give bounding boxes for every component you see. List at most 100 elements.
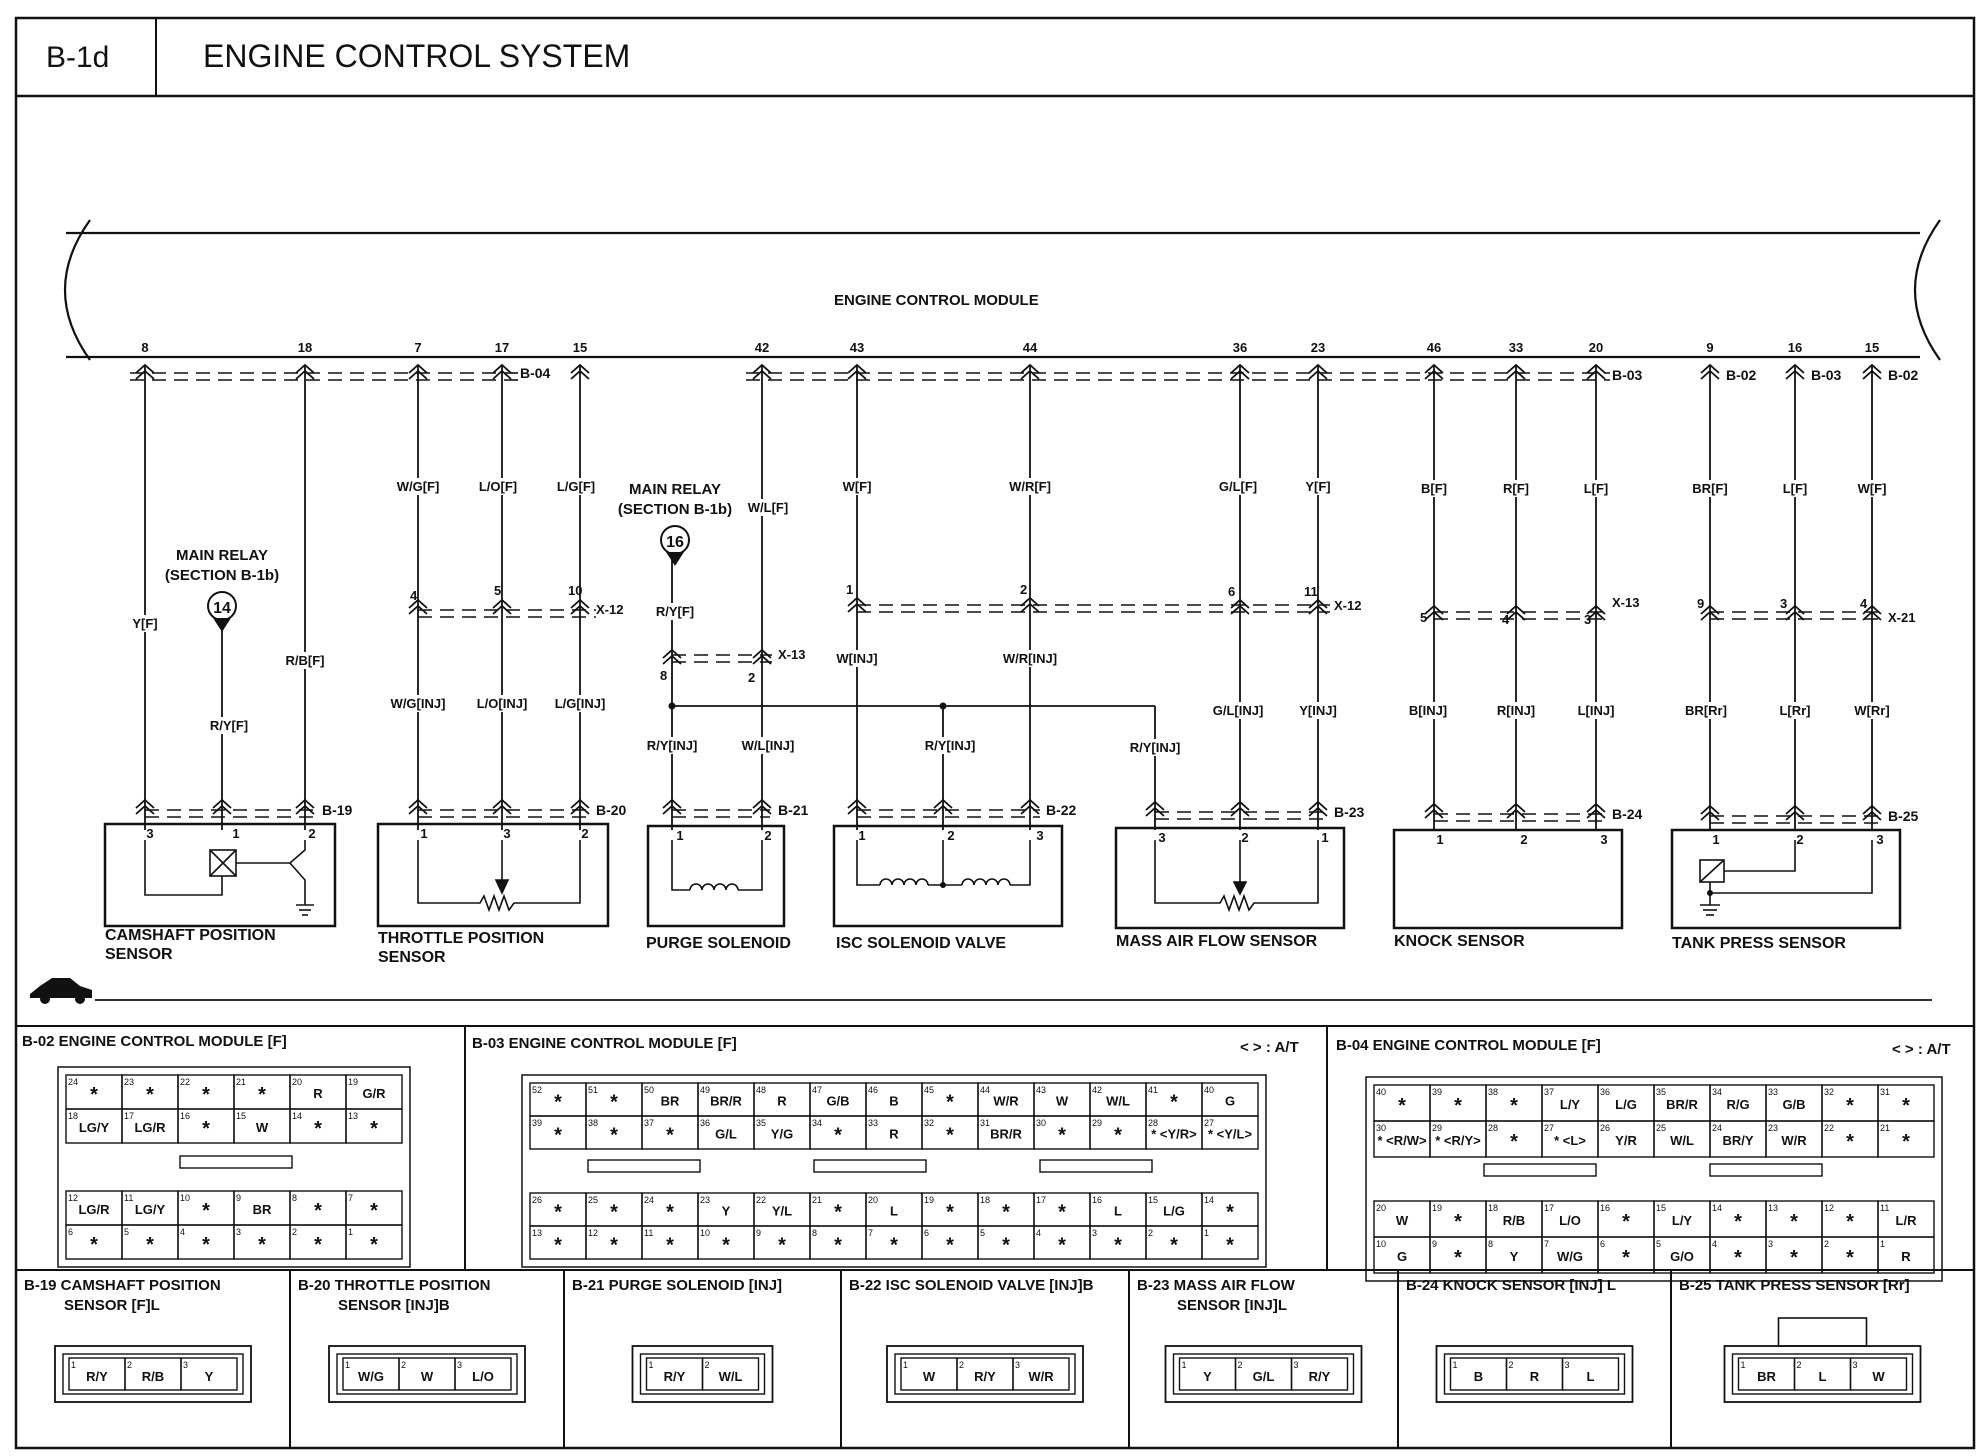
connector-cell-star: * [1846, 1211, 1854, 1233]
wire-label-bg [1562, 702, 1630, 719]
wire-label-bg [996, 478, 1064, 495]
sensor-connector-wire: L [1587, 1369, 1595, 1384]
connector-cell-pin: 19 [1432, 1203, 1442, 1213]
connector-cell-wire: R [1901, 1249, 1911, 1264]
sensor-connector-wire: L [1819, 1369, 1827, 1384]
wire-label-bg [111, 615, 179, 632]
sensor-connector-cell [1849, 1357, 1908, 1391]
connector-cell-star: * [1734, 1211, 1742, 1233]
connector-cell-star: * [1058, 1235, 1066, 1257]
junction-pin-label: X-13 [778, 647, 805, 662]
connector-chevron [1785, 804, 1805, 821]
connector-cell-pin: 16 [1600, 1203, 1610, 1213]
connector-cell-pin: 23 [124, 1077, 134, 1087]
connector-cell-star: * [202, 1234, 210, 1256]
connector-cell-pin: 39 [532, 1118, 542, 1128]
connector-cell-wire: * <R/Y> [1435, 1133, 1481, 1148]
sensor-connector-wire: R [1530, 1369, 1540, 1384]
component-connector-id: B-24 [1612, 806, 1643, 822]
sensor-connector-wire: W/G [358, 1369, 384, 1384]
connector-cell-wire: W [1396, 1213, 1409, 1228]
connector-cell-pin: 30 [1376, 1123, 1386, 1133]
connector-cell-wire: BR [253, 1202, 272, 1217]
connector-cell-wire: L/O [1559, 1213, 1581, 1228]
junction-pin-label: X-12 [596, 602, 623, 617]
connector-cell-pin: 48 [756, 1085, 766, 1095]
sensor-connector-pin: 2 [705, 1360, 710, 1370]
relay-name: MAIN RELAY [176, 547, 268, 564]
connector-cell-wire: Y/R [1615, 1133, 1637, 1148]
connector-cell-star: * [666, 1202, 674, 1224]
wire-color-label: W/G[F] [397, 479, 440, 494]
camshaft-sensor-box [103, 822, 337, 928]
connector-shell [521, 1074, 1267, 1268]
connector-cell-pin: 31 [1880, 1087, 1890, 1097]
ecm-pin-number: 36 [1233, 340, 1247, 355]
connector-cell-pin: 30 [1036, 1118, 1046, 1128]
relay-ref-arrow [666, 552, 684, 566]
connector-cell-wire: Y [722, 1204, 731, 1219]
connector-cell-wire: L/Y [1672, 1213, 1693, 1228]
page-frame [14, 16, 1976, 1450]
wire-color-label: G/L[F] [1219, 479, 1257, 494]
connector-cell-star: * [554, 1235, 562, 1257]
sensor-connector-wire: W [923, 1369, 936, 1384]
connector-cell-pin: 5 [1656, 1239, 1661, 1249]
connector-cell-pin: 40 [1376, 1087, 1386, 1097]
sensor-connector-pin: 2 [1238, 1360, 1243, 1370]
connector-cell-pin: 23 [700, 1195, 710, 1205]
component-pin-number: 1 [676, 828, 683, 843]
connector-chevron [1020, 798, 1040, 815]
sensor-connector-pin: 2 [127, 1360, 132, 1370]
connector-cell-pin: 26 [1600, 1123, 1610, 1133]
connector-cell-pin: 12 [1824, 1203, 1834, 1213]
sensor-connector-title: B-21 PURGE SOLENOID [INJ] [572, 1277, 782, 1294]
connector-cell-star: * [834, 1235, 842, 1257]
relay-section: (SECTION B-1b) [165, 567, 279, 584]
connector-chevron [662, 648, 682, 665]
connector-cell-pin: 3 [1768, 1239, 1773, 1249]
junction-pin-label: 10 [568, 583, 582, 598]
connector-cell-pin: 28 [1148, 1118, 1158, 1128]
component-connector-id: B-23 [1334, 804, 1365, 820]
connector-cell-pin: 35 [1656, 1087, 1666, 1097]
connector-chevron [135, 798, 155, 815]
connector-cell-pin: 7 [348, 1193, 353, 1203]
connector-cell-pin: 18 [68, 1111, 78, 1121]
wire-color-label: W[INJ] [836, 651, 877, 666]
wire-color-label: W/L[F] [748, 500, 788, 515]
ground-splice [1707, 890, 1713, 896]
connector-cell-star: * [610, 1092, 618, 1114]
connector-cell-star: * [370, 1118, 378, 1140]
wire-color-label: L/O[INJ] [477, 696, 528, 711]
connector-cell-star: * [90, 1084, 98, 1106]
connector-cell-pin: 24 [644, 1195, 654, 1205]
wire-color-label: L[F] [1584, 481, 1609, 496]
connector-cell-pin: 25 [1656, 1123, 1666, 1133]
component-pin-number: 2 [1796, 832, 1803, 847]
sensor-connector-cell [701, 1357, 760, 1391]
sensor-connector-shell [886, 1345, 1084, 1403]
wire-color-label: W/L[INJ] [742, 738, 795, 753]
connector-cell-pin: 17 [1544, 1203, 1554, 1213]
connector-cell-wire: L [1114, 1204, 1122, 1219]
connector-cell-wire: W/R [1781, 1133, 1807, 1148]
connector-key-slot [179, 1155, 293, 1169]
connector-chevron [408, 798, 428, 815]
connector-cell-pin: 15 [236, 1111, 246, 1121]
component-name-line2: SENSOR [105, 946, 173, 963]
wire-label-bg [1482, 480, 1550, 497]
sensor-connector-pin: 3 [457, 1360, 462, 1370]
connector-cell-wire: L/Y [1560, 1097, 1581, 1112]
sensor-connector-inner [639, 1353, 766, 1395]
connector-cell-star: * [1454, 1095, 1462, 1117]
connector-cell [1877, 1120, 1935, 1158]
connector-cell-star: * [258, 1234, 266, 1256]
connector-cell-pin: 52 [532, 1085, 542, 1095]
connector-cell-pin: 28 [1488, 1123, 1498, 1133]
connector-cell-star: * [1622, 1211, 1630, 1233]
connector-cell-pin: 4 [1036, 1228, 1041, 1238]
